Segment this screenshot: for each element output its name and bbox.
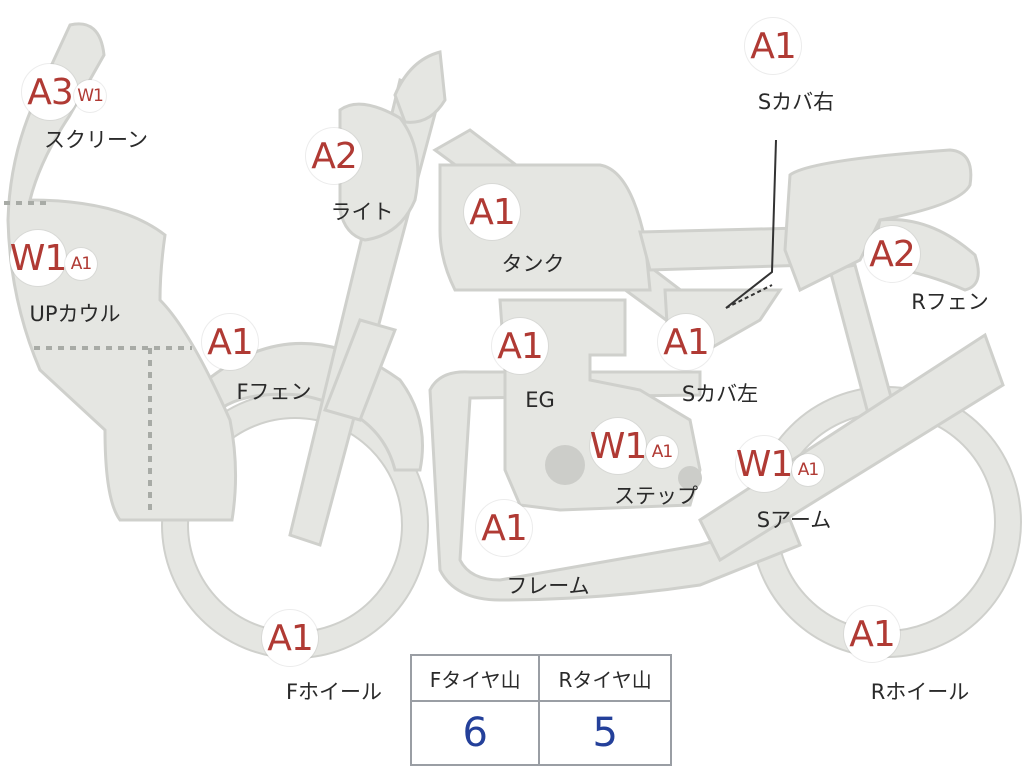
- tank-label: タンク: [501, 252, 565, 276]
- light-label: ライト: [330, 200, 394, 224]
- swing-arm-badge-2: A1: [792, 454, 824, 486]
- rear-tire-value: 5: [538, 700, 672, 766]
- front-fender-badge-1: A1: [202, 314, 258, 370]
- rear-wheel-label: Rホイール: [870, 680, 970, 704]
- up-cowl-label: UPカウル: [29, 302, 121, 326]
- seat-shape: [783, 148, 973, 293]
- side-cover-right-label: Sカバ右: [757, 90, 835, 114]
- rear-tire-header: Rタイヤ山: [538, 654, 672, 702]
- light-badge-1: A2: [306, 128, 362, 184]
- tire-table-value-row: 6 5: [409, 700, 672, 766]
- frame-shape: [428, 370, 802, 602]
- tire-table-header-row: Fタイヤ山 Rタイヤ山: [409, 654, 672, 702]
- frame-label: フレーム: [506, 574, 590, 598]
- engine-label: EG: [525, 388, 555, 412]
- front-wheel-badge-1: A1: [262, 610, 318, 666]
- screen-badge-2: W1: [74, 80, 106, 112]
- engine-badge-1: A1: [492, 318, 548, 374]
- up-cowl-badge-1: W1: [10, 230, 67, 286]
- step-badge-2: A1: [646, 436, 678, 468]
- front-fender-label: Fフェン: [236, 380, 312, 404]
- step-badge-1: W1: [590, 418, 647, 474]
- side-cover-left-badge-1: A1: [658, 314, 714, 370]
- swing-arm-badge-1: W1: [736, 436, 793, 492]
- headlight-shape: [338, 102, 420, 242]
- frame-badge-1: A1: [476, 500, 532, 556]
- tire-tread-table: Fタイヤ山 Rタイヤ山 6 5: [409, 654, 672, 766]
- swing-arm-shape: [698, 332, 1005, 563]
- screen-badge-1: A3: [22, 64, 78, 120]
- side-cover-left-label: Sカバ左: [681, 382, 759, 406]
- rear-wheel-badge-1: A1: [844, 606, 900, 662]
- rear-fender-label: Rフェン: [911, 290, 989, 314]
- screen-label: スクリーン: [44, 128, 148, 152]
- side-cover-right-badge-1: A1: [745, 18, 801, 74]
- swing-arm-label: Sアーム: [756, 508, 832, 532]
- tank-badge-1: A1: [464, 184, 520, 240]
- step-label: ステップ: [614, 484, 698, 508]
- front-tire-value: 6: [409, 700, 541, 766]
- front-tire-header: Fタイヤ山: [409, 654, 541, 702]
- front-wheel-label: Fホイール: [285, 680, 383, 704]
- rear-fender-badge-1: A2: [864, 226, 920, 282]
- up-cowl-badge-2: A1: [65, 248, 97, 280]
